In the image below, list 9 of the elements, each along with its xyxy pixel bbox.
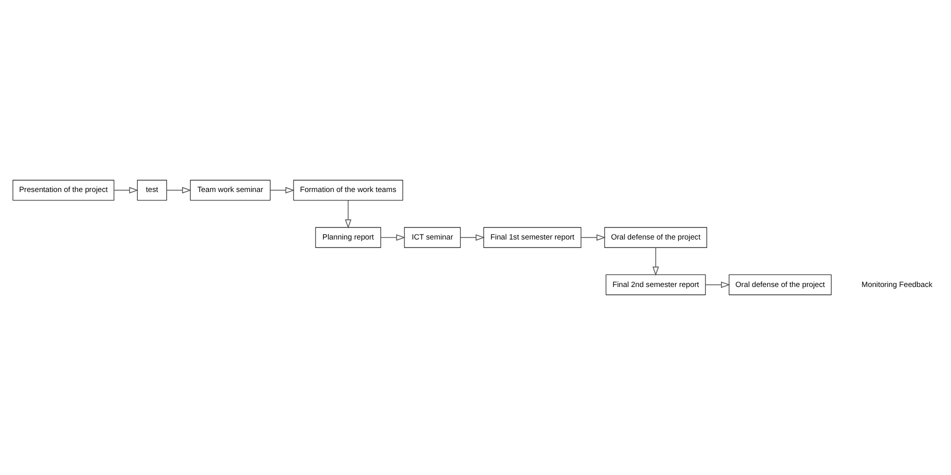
arrow <box>166 187 191 194</box>
arrow <box>344 200 351 229</box>
arrow <box>460 234 484 241</box>
arrow <box>652 247 658 276</box>
arrow <box>704 282 730 288</box>
arrow <box>113 187 138 194</box>
arrow <box>580 234 606 241</box>
arrow <box>380 234 405 241</box>
arrow <box>269 187 294 194</box>
